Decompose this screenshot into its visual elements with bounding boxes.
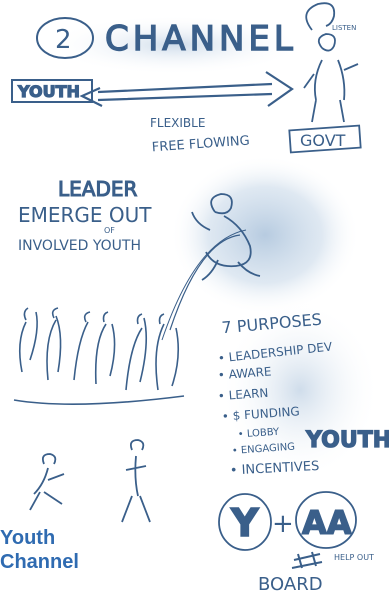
leader-label: LEADER: [58, 177, 137, 201]
purposes-cloud-shading: [220, 300, 380, 480]
purpose-item: • $ FUNDING: [221, 404, 300, 423]
y-letter: Y: [230, 501, 259, 545]
leader-cloud-shading: [170, 155, 360, 315]
board-table-icon: [291, 551, 323, 569]
help-out-label: HELP OUT: [334, 553, 374, 562]
govt-box: [288, 124, 362, 154]
purpose-item: • ENGAGING: [232, 442, 296, 457]
youth-right-label: YOUTH: [305, 428, 389, 453]
number-label: 2: [55, 25, 72, 55]
leaping-leader-icon: [191, 193, 261, 281]
free-flowing-label: FREE FLOWING: [151, 134, 250, 156]
number-circle: [36, 17, 94, 59]
of-label: OF: [104, 226, 115, 235]
purpose-item: • AWARE: [217, 365, 272, 383]
board-label: BOARD: [258, 574, 323, 595]
govt-figure-icon: [303, 33, 359, 123]
caption-line-2: Channel: [0, 551, 79, 573]
govt-label: GOVT: [300, 131, 346, 150]
involved-youth-label: INVOLVED YOUTH: [18, 238, 141, 254]
listen-ear-icon: [305, 2, 336, 31]
listen-label: LISTEN: [332, 24, 356, 32]
aa-letters: AA: [302, 504, 352, 542]
standing-figure-icon: [121, 439, 151, 523]
double-arrow-icon: [79, 71, 294, 107]
flexible-label: FLEXIBLE: [150, 116, 205, 130]
title-shading: [45, 15, 305, 75]
purpose-item: • INCENTIVES: [229, 459, 319, 479]
caption: Youth Channel: [0, 526, 110, 574]
emerge-out-label: EMERGE OUT: [18, 203, 152, 227]
page-title: CHANNEL: [105, 19, 297, 59]
crowd-illustration: [13, 307, 185, 405]
youth-left-label: YOUTH: [17, 82, 80, 101]
running-figure-icon: [29, 453, 65, 511]
caption-line-1: Youth: [0, 527, 56, 549]
purpose-item: • LEARN: [217, 386, 269, 404]
aa-circle: [295, 491, 357, 549]
purpose-item: • LOBBY: [237, 427, 280, 441]
y-circle: [218, 493, 272, 551]
plus-sign: +: [272, 509, 294, 539]
trajectory-line: [161, 229, 247, 341]
trajectory-line: [169, 234, 241, 331]
